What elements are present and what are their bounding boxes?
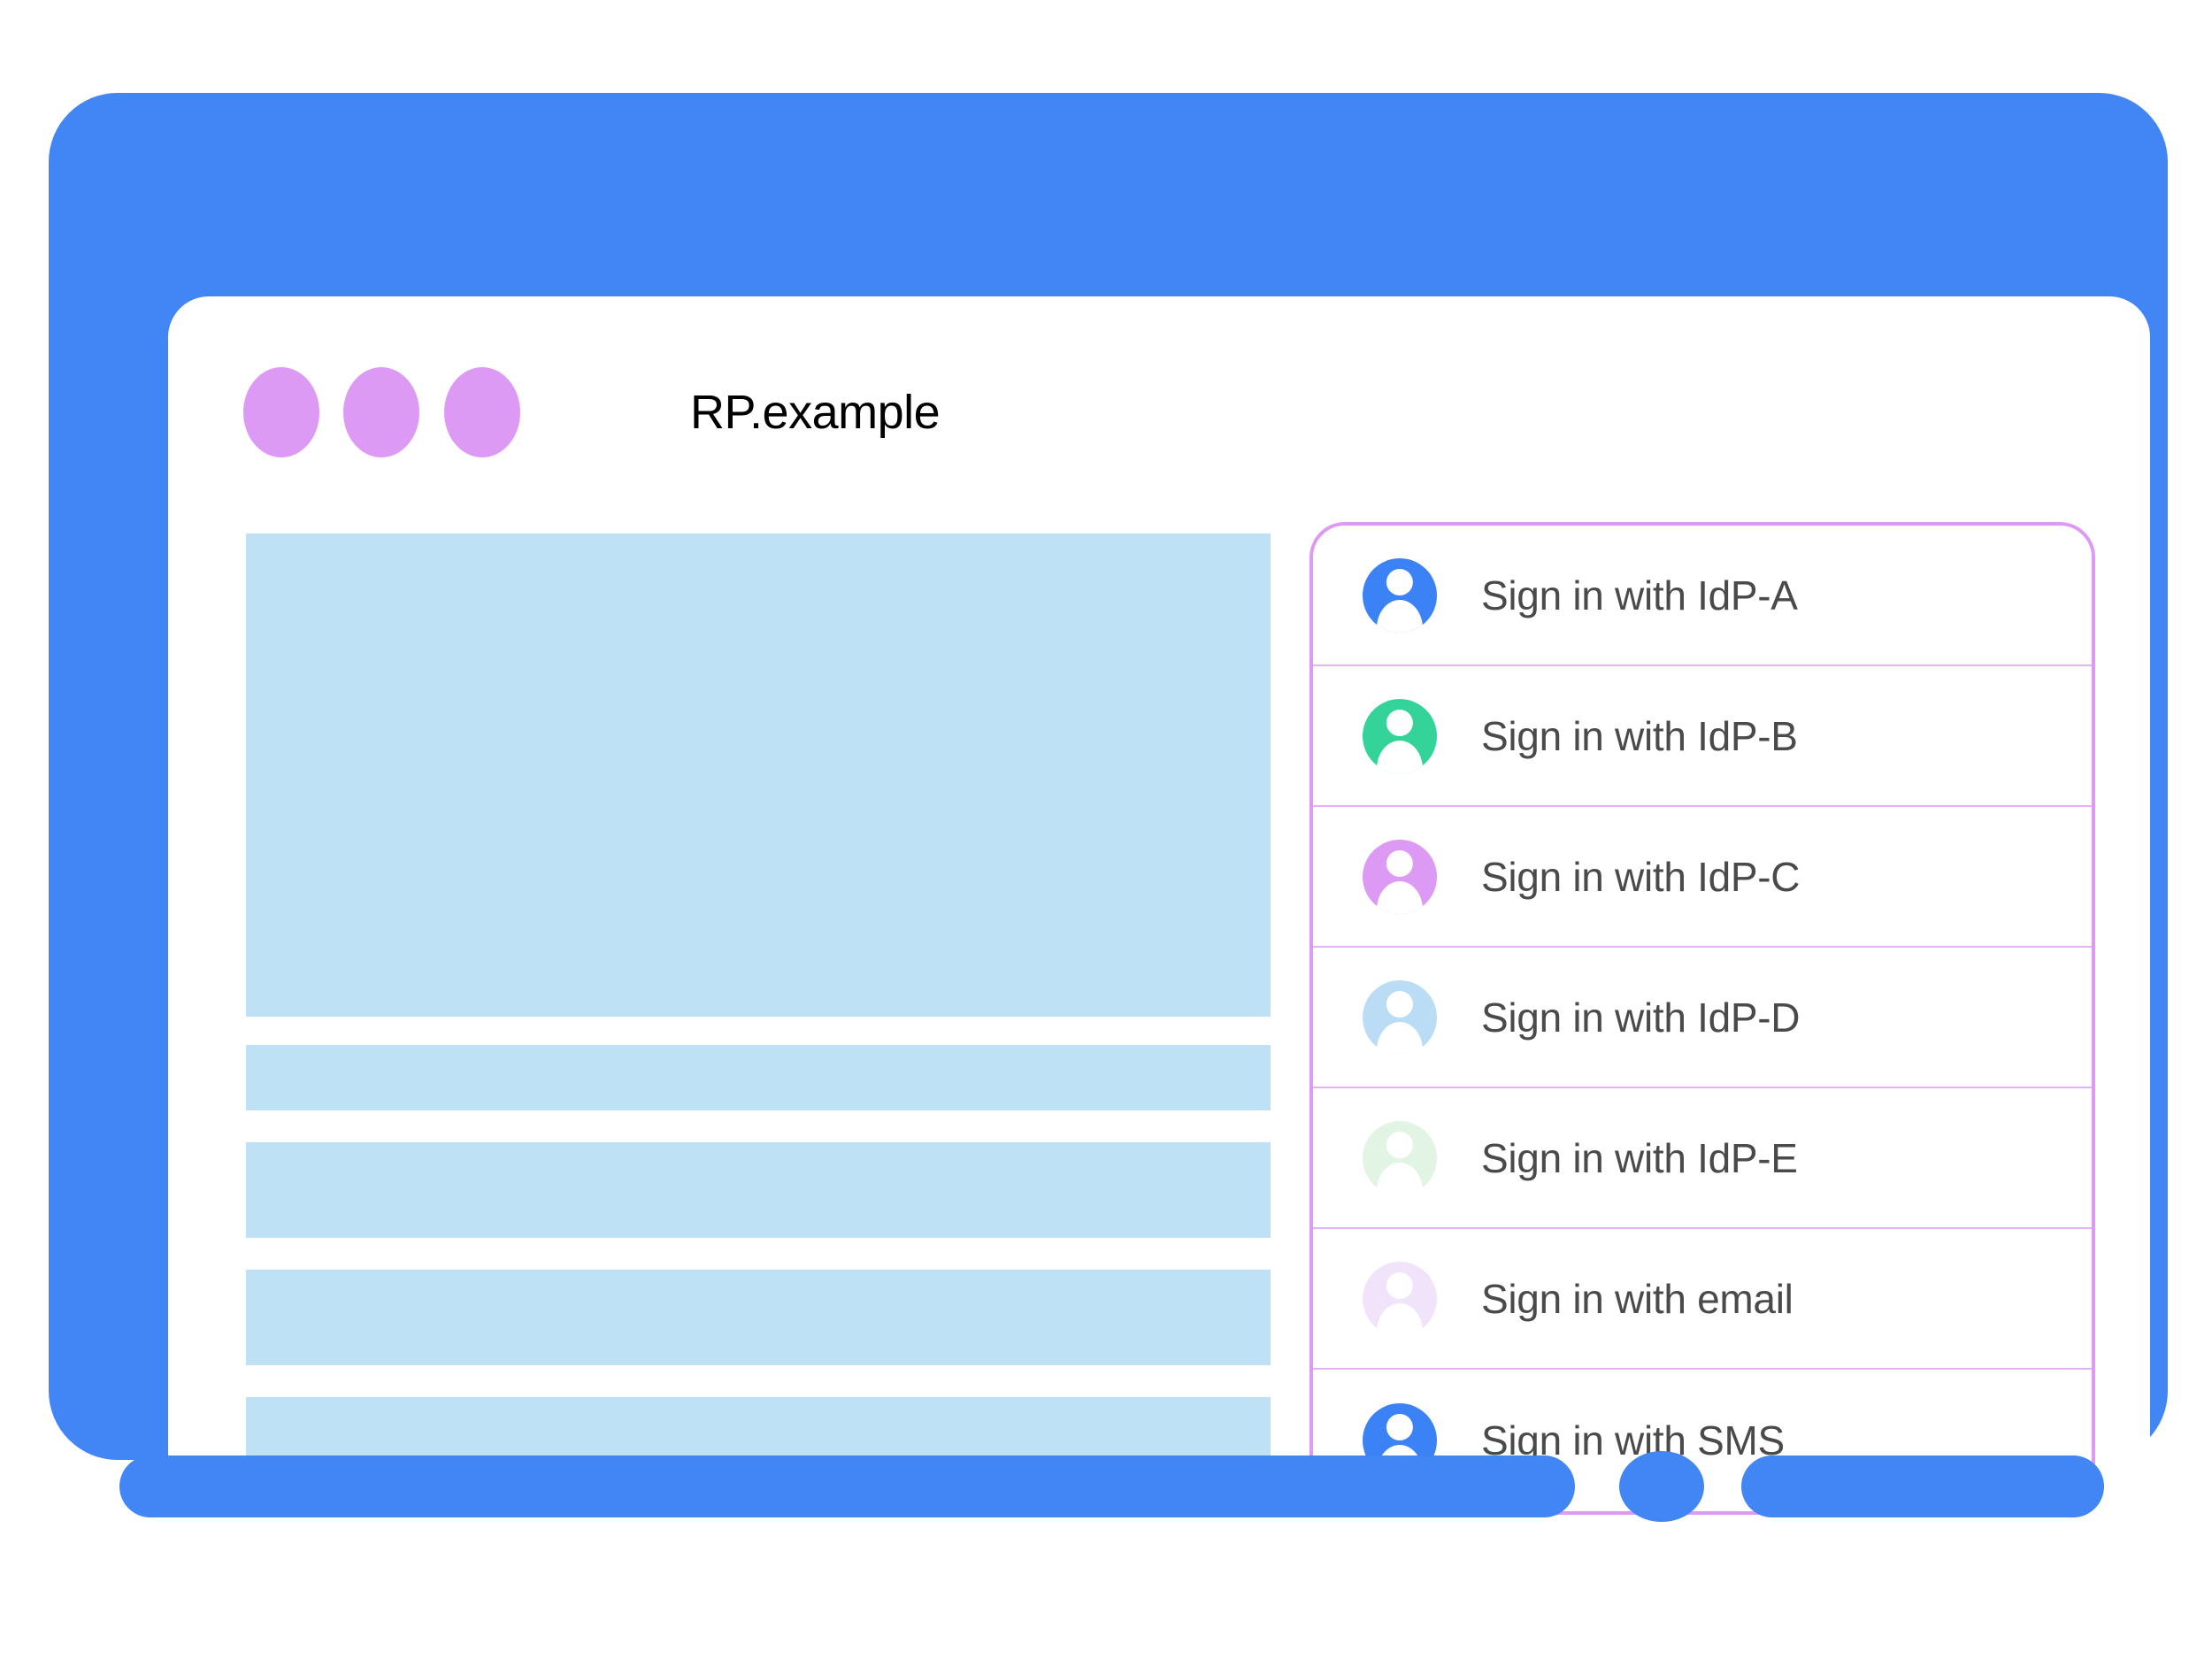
device-bottom-bezel-right	[1741, 1455, 2104, 1517]
account-avatar-icon	[1363, 557, 1437, 633]
account-row-idp-a[interactable]: Sign in with IdP-A	[1313, 526, 2092, 666]
avatar-body	[1376, 880, 1424, 914]
avatar-body	[1376, 1302, 1424, 1336]
account-row-idp-c[interactable]: Sign in with IdP-C	[1313, 807, 2092, 948]
avatar-body	[1376, 740, 1424, 773]
avatar-head	[1386, 710, 1414, 737]
browser-screen: RP.example Sign in with IdP-A	[168, 296, 2150, 1548]
text-placeholder-bar-1	[246, 1045, 1271, 1110]
device-frame: RP.example Sign in with IdP-A	[49, 93, 2168, 1548]
account-row-idp-e[interactable]: Sign in with IdP-E	[1313, 1088, 2092, 1229]
avatar-body	[1376, 1162, 1424, 1195]
avatar-body	[1376, 1021, 1424, 1055]
page-content-placeholders	[246, 534, 1271, 1525]
account-avatar-icon	[1363, 1261, 1437, 1336]
browser-titlebar: RP.example	[168, 296, 2150, 473]
avatar-head	[1386, 1414, 1414, 1441]
avatar-head	[1386, 1272, 1414, 1300]
text-placeholder-bar-3	[246, 1270, 1271, 1365]
avatar-head	[1386, 850, 1414, 878]
account-row-label: Sign in with SMS	[1481, 1417, 1785, 1463]
account-row-label: Sign in with email	[1481, 1275, 1793, 1322]
account-row-email[interactable]: Sign in with email	[1313, 1229, 2092, 1370]
account-avatar-icon	[1363, 839, 1437, 914]
account-avatar-icon	[1363, 1120, 1437, 1195]
account-row-label: Sign in with IdP-D	[1481, 994, 1801, 1041]
window-dot-minimize[interactable]	[343, 367, 419, 457]
page-title: RP.example	[690, 386, 941, 439]
account-row-idp-b[interactable]: Sign in with IdP-B	[1313, 666, 2092, 807]
window-dot-maximize[interactable]	[444, 367, 520, 457]
account-row-label: Sign in with IdP-A	[1481, 572, 1798, 618]
device-bottom-bezel-left	[119, 1455, 1575, 1517]
account-row-sms[interactable]: Sign in with SMS	[1313, 1370, 2092, 1510]
avatar-head	[1386, 991, 1414, 1018]
window-dot-close[interactable]	[243, 367, 319, 457]
account-row-idp-d[interactable]: Sign in with IdP-D	[1313, 948, 2092, 1088]
account-row-label: Sign in with IdP-E	[1481, 1134, 1798, 1181]
avatar-head	[1386, 569, 1414, 596]
home-button[interactable]	[1619, 1451, 1704, 1522]
avatar-body	[1376, 599, 1424, 633]
account-row-label: Sign in with IdP-B	[1481, 712, 1798, 759]
text-placeholder-bar-2	[246, 1142, 1271, 1238]
account-avatar-icon	[1363, 979, 1437, 1055]
account-chooser-panel: Sign in with IdP-A Sign in with IdP-B Si…	[1310, 522, 2095, 1515]
avatar-head	[1386, 1132, 1414, 1159]
hero-placeholder-block	[246, 534, 1271, 1017]
account-row-label: Sign in with IdP-C	[1481, 853, 1801, 900]
account-avatar-icon	[1363, 698, 1437, 773]
